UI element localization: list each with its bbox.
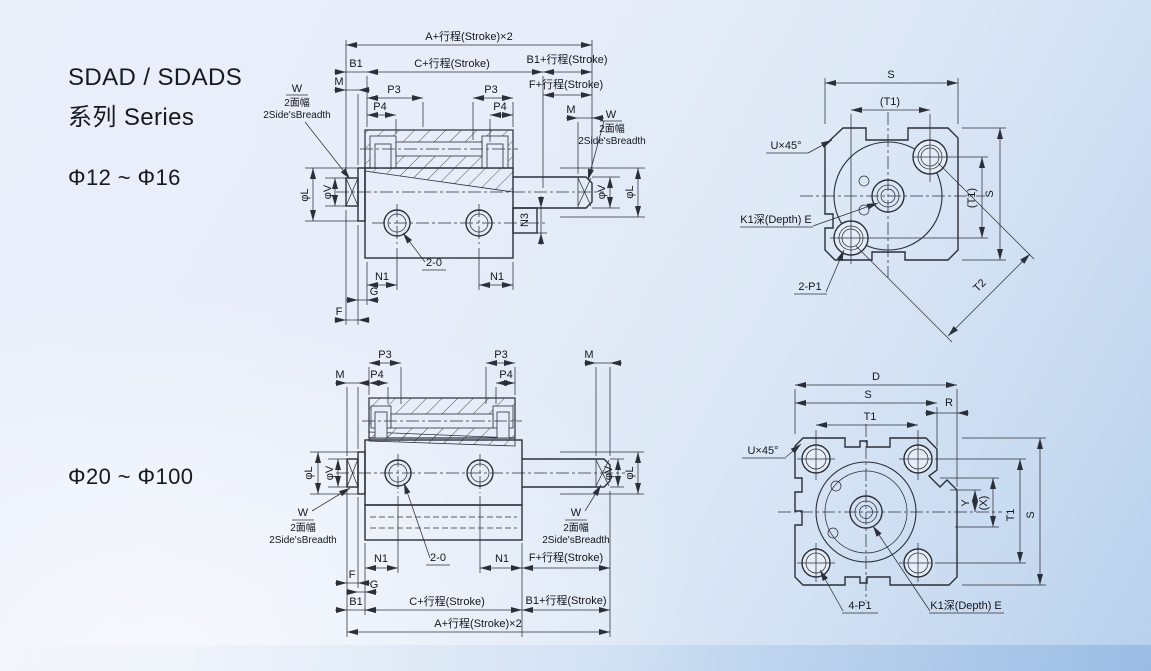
dim-g-label: G <box>370 579 379 591</box>
wrench-flat-left-w: W <box>298 507 309 519</box>
bottom-side-view: M P3 P4 P3 P4 M φL φV φV φL W 2面幅 2Side'… <box>269 349 644 637</box>
dim-t1-right-label: T1 <box>1005 509 1017 522</box>
dim-s-top-label: S <box>864 389 871 401</box>
dim-p3-right-label: P3 <box>484 84 497 96</box>
piston-rod-right <box>513 176 593 209</box>
chamfer-u45-label: U×45° <box>747 445 778 457</box>
top-side-view: A+行程(Stroke)×2 B1 C+行程(Stroke) B1+行程(Str… <box>263 30 646 325</box>
holes-4p1-label: 4-P1 <box>848 600 871 612</box>
dim-n1-left-label: N1 <box>374 553 388 565</box>
wrench-flat-right-en: 2Side'sBreadth <box>542 535 610 546</box>
dim-f-stroke-label: F+行程(Stroke) <box>529 551 603 564</box>
dim-a-label: A+行程(Stroke)×2 <box>425 30 512 43</box>
dim-n1-right-label: N1 <box>490 271 504 283</box>
dim-p3-left-label: P3 <box>387 84 400 96</box>
dim-c-label: C+行程(Stroke) <box>409 595 485 608</box>
dim-s-right-label: S <box>984 190 996 197</box>
piston-wedge-hatched <box>368 431 516 447</box>
dim-p4-right-label: P4 <box>493 101 506 113</box>
piston-wedge-hatched <box>364 167 514 193</box>
wrench-flat-left-cn: 2面幅 <box>284 96 310 109</box>
wrench-flat-right-cn: 2面幅 <box>563 521 589 534</box>
wrench-flat-left-cn: 2面幅 <box>290 521 316 534</box>
dim-t1-top-label: T1 <box>864 411 877 423</box>
dim-m-right-label: M <box>584 349 593 361</box>
dim-phi-l-left-label: φL <box>299 188 311 201</box>
dim-x-paren-label: (X) <box>978 496 990 511</box>
dim-n1-left-label: N1 <box>375 271 389 283</box>
dim-d-label: D <box>872 371 880 383</box>
ports-2o-label: 2-0 <box>426 257 442 269</box>
ports-2o-label: 2-0 <box>430 552 446 564</box>
dim-y-label: Y <box>960 499 972 507</box>
dim-p3-right-label: P3 <box>494 349 507 361</box>
dim-m-right-label: M <box>566 104 575 116</box>
wrench-flat-right-cn: 2面幅 <box>599 122 625 135</box>
bottom-end-view: D S R T1 U×45° Y (X) T1 S 4-P1 K1深(Depth… <box>742 371 1046 614</box>
dim-b1-label: B1 <box>349 58 362 70</box>
dim-b1-stroke-label: B1+行程(Stroke) <box>527 53 608 66</box>
dim-b1-label: B1 <box>349 596 362 608</box>
dim-m-left-label: M <box>334 76 343 88</box>
k1-depth-label: K1深(Depth) E <box>930 599 1002 612</box>
k1-depth-label: K1深(Depth) E <box>740 213 812 226</box>
series-subtitle: 系列 Series <box>68 104 195 131</box>
dim-p4-left-label: P4 <box>373 101 386 113</box>
wrench-flat-left-en: 2Side'sBreadth <box>269 535 337 546</box>
chamfer-u45-label: U×45° <box>770 140 801 152</box>
dim-t2-label: T2 <box>971 277 989 295</box>
dim-r-label: R <box>945 397 953 409</box>
dim-phi-v-left-label: φV <box>322 184 334 199</box>
dim-t1-paren-right-label: (T1) <box>966 188 978 208</box>
breather-hole-lower <box>827 527 839 539</box>
dim-phi-v-left-label: φV <box>324 465 336 480</box>
dim-f-stroke-label: F+行程(Stroke) <box>529 78 603 91</box>
dim-phi-v-right-label: φV <box>596 184 608 199</box>
wrench-flat-right-w: W <box>571 507 582 519</box>
top-end-view: S (T1) (T1) S T2 U×45° K1深(Depth) E 2-P1 <box>740 69 1035 343</box>
holes-2p1-label: 2-P1 <box>798 281 821 293</box>
page-bottom-gradient <box>0 645 1151 671</box>
dim-f-label: F <box>336 306 343 318</box>
breather-hole-upper <box>830 480 842 492</box>
dim-phi-l-right-label: φL <box>624 466 636 479</box>
dim-phi-l-right-label: φL <box>624 185 636 198</box>
dim-c-label: C+行程(Stroke) <box>414 57 490 70</box>
dim-p4-right-label: P4 <box>499 369 512 381</box>
breather-hole-upper <box>858 175 870 187</box>
dim-a-label: A+行程(Stroke)×2 <box>434 617 521 630</box>
bore-range-large: Φ20 ~ Φ100 <box>68 464 194 489</box>
dim-g-label: G <box>370 286 379 298</box>
dim-phi-l-left-label: φL <box>303 466 315 479</box>
end-cap-outline <box>794 437 958 586</box>
dim-f-label: F <box>349 569 356 581</box>
wrench-flat-right-w: W <box>606 109 617 121</box>
wrench-flat-right-en: 2Side'sBreadth <box>578 136 646 147</box>
dim-b1-stroke-label: B1+行程(Stroke) <box>526 594 607 607</box>
dim-m-left-label: M <box>335 369 344 381</box>
dim-n1-right-label: N1 <box>495 553 509 565</box>
dim-n3-label: N3 <box>519 213 531 227</box>
dim-s-right-label: S <box>1025 511 1037 518</box>
dim-phi-v-right-label: φV <box>603 465 615 480</box>
wrench-flat-left-w: W <box>292 83 303 95</box>
dim-p4-left-label: P4 <box>370 369 383 381</box>
series-title: SDAD / SDADS <box>68 64 243 91</box>
dim-s-top-label: S <box>887 69 894 81</box>
dim-t1-paren-top-label: (T1) <box>880 96 900 108</box>
body-lower-plate <box>364 504 523 541</box>
wrench-flat-left-en: 2Side'sBreadth <box>263 110 331 121</box>
rod-collar <box>357 167 366 222</box>
dim-p3-left-label: P3 <box>378 349 391 361</box>
bore-range-small: Φ12 ~ Φ16 <box>68 165 181 190</box>
